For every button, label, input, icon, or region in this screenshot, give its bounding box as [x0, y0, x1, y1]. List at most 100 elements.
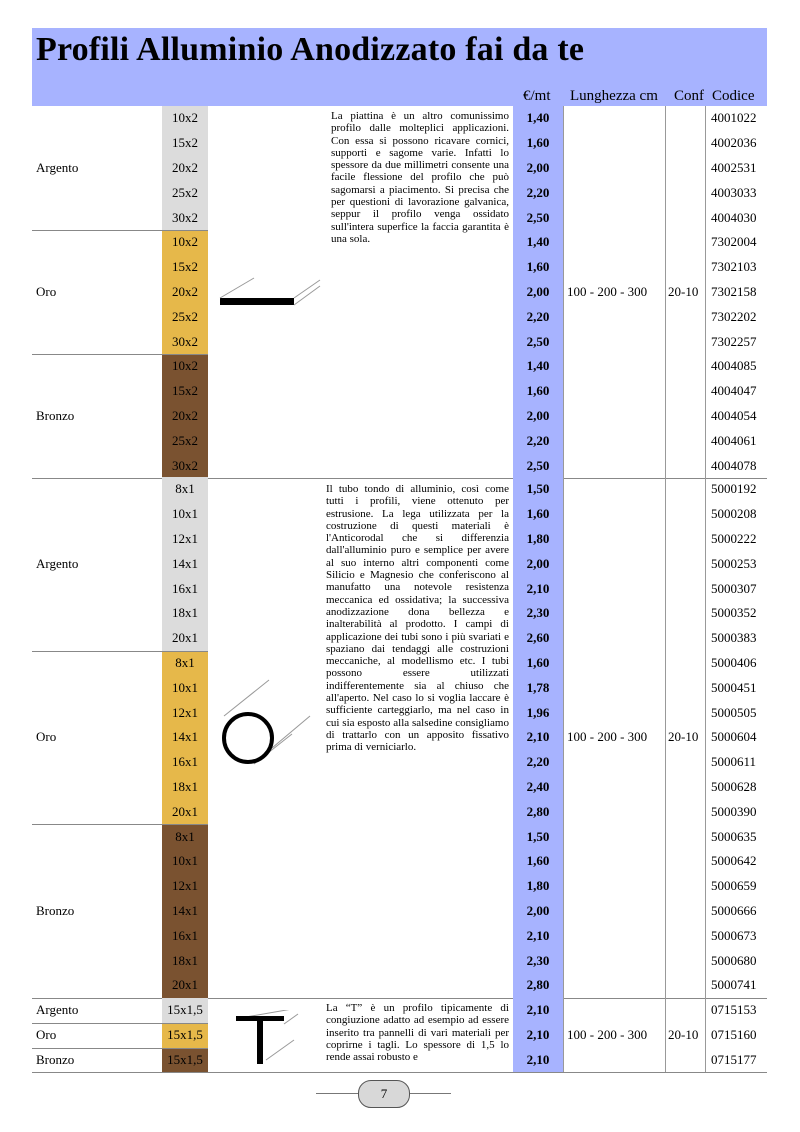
price-per-meter: 2,00: [526, 903, 550, 918]
product-code: 4003033: [711, 184, 757, 200]
profile-size: 15x2: [172, 259, 198, 275]
product-code: 5000642: [711, 853, 757, 869]
product-code: 4002531: [711, 160, 757, 175]
product-code: 5000383: [711, 630, 757, 646]
column-divider: [563, 106, 564, 478]
profile-size: 15x1,5: [167, 1002, 203, 1018]
product-code: 5000635: [711, 828, 757, 844]
section-divider: [32, 478, 767, 479]
profile-size: 12x1: [172, 878, 198, 894]
product-description: La “T” è un profilo tipicamente di congi…: [326, 1002, 509, 1064]
finish-label: Oro: [36, 1027, 57, 1043]
profile-size: 12x1: [172, 531, 198, 546]
product-code: 7302202: [711, 308, 757, 324]
profile-size: 12x1: [172, 704, 198, 720]
column-divider: [705, 106, 706, 478]
product-code: 7302103: [711, 259, 757, 275]
group-divider: [32, 824, 208, 826]
round-tube-icon: [214, 676, 314, 776]
price-per-meter: 2,50: [526, 457, 550, 473]
profile-size: 30x2: [172, 333, 198, 349]
section-divider: [32, 1072, 767, 1074]
product-code: 5000451: [711, 679, 757, 695]
price-per-meter: 1,78: [526, 679, 550, 695]
profile-size: 8x1: [175, 655, 195, 670]
price-per-meter: 1,60: [526, 655, 550, 670]
price-per-meter: 2,10: [526, 729, 550, 745]
price-per-meter: 1,60: [526, 259, 550, 275]
column-header-conf: Conf: [674, 88, 704, 104]
price-per-meter: 1,40: [526, 110, 550, 126]
product-code: 5000208: [711, 506, 757, 522]
price-column-band: [513, 106, 563, 478]
product-code: 7302158: [711, 284, 757, 299]
product-code: 0715160: [711, 1027, 757, 1043]
price-per-meter: 2,80: [526, 977, 550, 993]
product-code: 4004078: [711, 457, 757, 473]
product-code: 5000680: [711, 952, 757, 968]
price-column-band: [513, 998, 563, 1073]
price-per-meter: 2,50: [526, 209, 550, 225]
product-code: 4002036: [711, 135, 757, 151]
profile-size: 10x1: [172, 679, 198, 695]
profile-size: 10x2: [172, 358, 198, 374]
price-per-meter: 2,00: [526, 408, 550, 423]
price-per-meter: 2,10: [526, 927, 550, 943]
product-code: 5000352: [711, 605, 757, 621]
group-divider: [32, 354, 208, 355]
price-per-meter: 2,30: [526, 952, 550, 968]
footer-rule-right: [409, 1093, 451, 1094]
product-code: 4004085: [711, 358, 757, 374]
price-per-meter: 2,10: [526, 1027, 550, 1043]
page-title: Profili Alluminio Anodizzato fai da te: [36, 31, 585, 68]
price-per-meter: 1,40: [526, 358, 550, 374]
footer-rule-left: [316, 1093, 358, 1094]
title-banner: [32, 28, 767, 106]
flat-bar-icon: [214, 272, 324, 317]
profile-size: 20x1: [172, 803, 198, 819]
profile-size: 15x1,5: [167, 1027, 203, 1043]
profile-size: 16x1: [172, 580, 198, 596]
profile-size: 30x2: [172, 209, 198, 225]
column-divider: [665, 106, 666, 478]
group-divider: [32, 650, 208, 652]
profile-size: 10x1: [172, 506, 198, 522]
price-per-meter: 1,80: [526, 878, 550, 894]
product-code: 5000666: [711, 903, 757, 918]
product-code: 7302257: [711, 333, 757, 349]
price-per-meter: 2,20: [526, 308, 550, 324]
group-divider: [32, 1047, 208, 1049]
price-per-meter: 2,30: [526, 605, 550, 621]
product-code: 4001022: [711, 110, 757, 126]
product-code: 5000505: [711, 704, 757, 720]
column-header-code: Codice: [712, 88, 755, 104]
price-per-meter: 1,60: [526, 506, 550, 522]
finish-label: Bronzo: [36, 903, 75, 918]
profile-size: 18x1: [172, 779, 198, 794]
product-code: 4004054: [711, 408, 757, 423]
profile-size: 25x2: [172, 308, 198, 324]
profile-size: 20x1: [172, 977, 198, 993]
finish-label: Bronzo: [36, 408, 75, 423]
section-divider: [32, 997, 767, 999]
pack-quantity: 20-10: [668, 1027, 699, 1043]
price-per-meter: 1,50: [526, 828, 550, 844]
product-code: 5000659: [711, 878, 757, 894]
price-per-meter: 2,00: [526, 160, 550, 175]
price-per-meter: 1,60: [526, 853, 550, 869]
profile-size: 18x1: [172, 605, 198, 621]
price-per-meter: 2,80: [526, 803, 550, 819]
page-number: 7: [358, 1080, 410, 1108]
column-divider: [563, 477, 564, 998]
profile-size: 20x2: [172, 160, 198, 175]
column-divider: [563, 998, 564, 1073]
column-header-price: €/mt: [523, 88, 551, 104]
price-per-meter: 1,80: [526, 531, 550, 546]
product-code: 7302004: [711, 234, 757, 250]
profile-size: 16x1: [172, 927, 198, 943]
product-code: 0715153: [711, 1002, 757, 1018]
profile-size: 25x2: [172, 432, 198, 448]
product-code: 5000604: [711, 729, 757, 745]
profile-size: 10x1: [172, 853, 198, 869]
profile-size: 10x2: [172, 234, 198, 250]
